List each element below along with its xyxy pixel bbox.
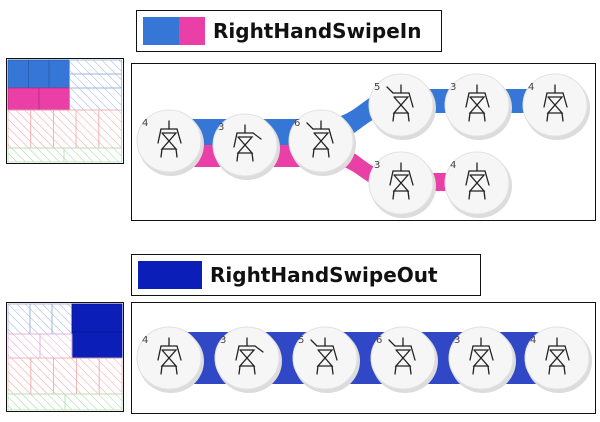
thumbnail-cell (69, 87, 122, 111)
thumbnail-cell (71, 303, 123, 333)
color-swatch-pink (179, 17, 205, 45)
gesture-title: RightHandSwipeOut (210, 263, 438, 287)
stick-figure-pose-icon (310, 337, 338, 375)
pose-count-label: 4 (142, 118, 148, 129)
pose-node: 3 (368, 151, 436, 218)
stick-figure-pose-icon (545, 337, 570, 375)
gesture-title-box: RightHandSwipeIn (136, 10, 442, 52)
stick-figure-pose-icon (465, 84, 490, 122)
thumbnail-cell (71, 331, 123, 359)
pose-node: 5 (292, 326, 360, 393)
stick-figure-pose-icon (157, 337, 182, 375)
thumbnail-cell (38, 87, 70, 111)
pose-flow-panel: 4 3 6 5 3 4 3 4 (131, 63, 596, 221)
stick-figure-pose-icon (469, 337, 494, 375)
thumbnail-cell (69, 73, 122, 89)
pose-flow-diagram: 4 3 5 6 3 4 (136, 326, 592, 393)
stick-figure-pose-icon (389, 162, 414, 200)
thumbnail-cell (76, 357, 100, 395)
color-swatch-navy (138, 261, 202, 289)
stick-figure-pose-icon (306, 120, 334, 158)
gesture-title: RightHandSwipeIn (213, 19, 422, 43)
thumbnail-cell (7, 333, 41, 359)
pose-node: 4 (136, 109, 204, 176)
thumbnail-cell (39, 333, 73, 359)
pose-count-label: 3 (374, 160, 380, 171)
thumbnail-cell (69, 59, 122, 75)
pose-count-label: 4 (528, 82, 534, 93)
thumbnail-cell (28, 59, 50, 89)
pose-node: 3 (214, 326, 282, 393)
pose-count-label: 5 (298, 335, 304, 346)
pose-node: 3 (212, 113, 280, 180)
thumbnail-cell (98, 357, 123, 395)
thumbnail-grid (7, 303, 123, 411)
thumbnail-cell (51, 303, 73, 335)
pose-count-label: 6 (294, 118, 300, 129)
thumbnail-cell (98, 109, 122, 149)
thumbnail-cell (7, 87, 40, 111)
pose-node: 4 (444, 151, 512, 218)
thumbnail-cell (30, 109, 54, 149)
gesture-thumbnail (6, 58, 124, 164)
color-swatch-blue (143, 17, 179, 45)
pose-count-label: 3 (220, 335, 226, 346)
pose-count-label: 4 (450, 160, 456, 171)
thumbnail-cell (64, 393, 123, 411)
thumbnail-cell (48, 59, 70, 89)
pose-node: 4 (136, 326, 204, 393)
thumbnail-cell (7, 393, 66, 411)
pose-node: 6 (370, 326, 438, 393)
pose-node: 3 (448, 326, 516, 393)
pose-count-label: 4 (530, 335, 536, 346)
gesture-thumbnail (6, 302, 124, 412)
thumbnail-grid (7, 59, 122, 163)
pose-node: 4 (524, 326, 592, 393)
thumbnail-cell (29, 303, 53, 335)
thumbnail-cell (7, 109, 32, 149)
pose-count-label: 3 (450, 82, 456, 93)
stick-figure-pose-icon (388, 337, 416, 375)
pose-count-label: 4 (142, 335, 148, 346)
gesture-title-box: RightHandSwipeOut (131, 254, 481, 296)
stick-figure-pose-icon (543, 84, 568, 122)
thumbnail-cell (7, 147, 65, 163)
stick-figure-pose-icon (157, 120, 182, 158)
thumbnail-cell (53, 109, 77, 149)
thumbnail-cell (7, 303, 31, 335)
thumbnail-cell (7, 357, 32, 395)
thumbnail-cell (63, 147, 122, 163)
stick-figure-pose-icon (233, 124, 262, 162)
stick-figure-pose-icon (386, 84, 414, 122)
pose-node: 6 (288, 109, 356, 176)
pose-count-label: 5 (374, 82, 380, 93)
pose-count-label: 3 (218, 122, 224, 133)
thumbnail-cell (30, 357, 54, 395)
stick-figure-pose-icon (235, 337, 264, 375)
pose-node: 5 (368, 73, 436, 140)
stick-figure-pose-icon (465, 162, 490, 200)
pose-flow-diagram: 4 3 6 5 3 4 3 4 (136, 73, 590, 218)
thumbnail-cell (75, 109, 100, 149)
pose-node: 3 (444, 73, 512, 140)
pose-count-label: 3 (454, 335, 460, 346)
pose-flow-panel: 4 3 5 6 3 4 (131, 302, 596, 414)
pose-count-label: 6 (376, 335, 382, 346)
thumbnail-cell (7, 59, 29, 89)
pose-node: 4 (522, 73, 590, 140)
thumbnail-cell (53, 357, 77, 395)
